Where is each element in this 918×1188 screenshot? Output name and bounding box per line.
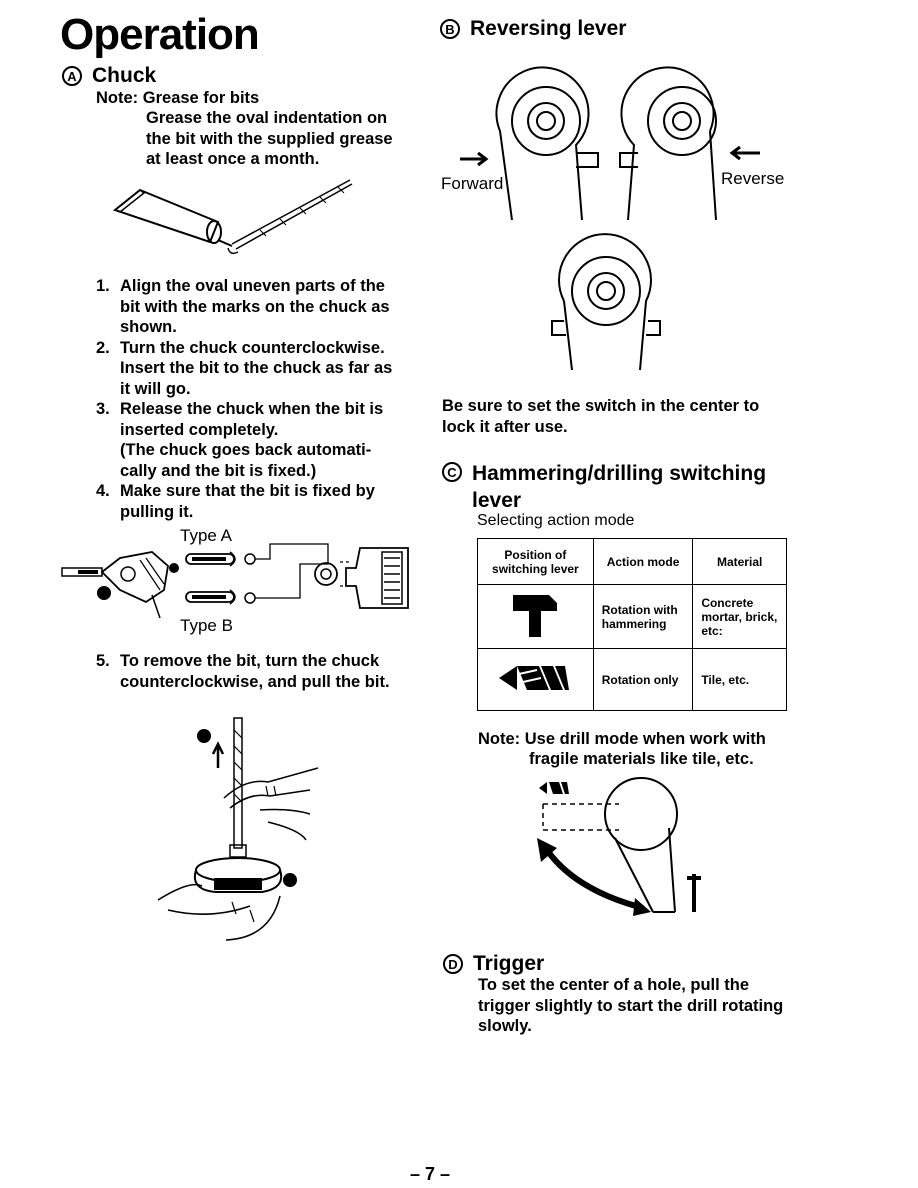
step-line: inserted completely. [120, 420, 279, 439]
step-item: 4. Make sure that the bit is fixed by pu… [96, 481, 416, 522]
hammering-note-text: Use drill mode when work with [524, 730, 766, 748]
step-number: 5. [96, 652, 110, 670]
reversing-lever-diagram [460, 66, 760, 221]
step-line: Release the chuck when the bit is [120, 400, 384, 418]
forward-label: Forward [441, 174, 504, 193]
section-marker-a: A [62, 66, 82, 86]
step-line: cally and the bit is fixed.) [120, 461, 317, 480]
step-item: 5. To remove the bit, turn the chuck cou… [96, 651, 426, 692]
switching-lever-diagram [537, 777, 701, 916]
hammering-note-line2: fragile materials like tile, etc. [529, 750, 754, 768]
table-cell-mode: Rotation with hammering [592, 584, 694, 649]
hammer-icon [513, 595, 558, 637]
step-line: Make sure that the bit is fixed by [120, 482, 375, 500]
table-cell-icon [477, 584, 594, 649]
step-number: 4. [96, 482, 110, 500]
type-b-label: Type B [180, 616, 233, 635]
table-cell-material: Tile, etc. [692, 648, 787, 711]
table-cell-mode: Rotation only [592, 648, 694, 711]
step-line: shown. [120, 318, 177, 336]
reversing-lock-text: Be sure to set the switch in the center … [442, 396, 802, 437]
step-number: 3. [96, 400, 110, 418]
trigger-heading: D Trigger [443, 952, 544, 976]
center-lock-diagram [551, 233, 661, 371]
remove-bit-illustration [157, 717, 319, 941]
section-marker-b: B [440, 19, 460, 39]
grease-tube-illustration [112, 179, 353, 255]
chuck-note-title: Grease for bits [142, 89, 260, 107]
step-item: 3. Release the chuck when the bit is ins… [96, 399, 416, 481]
chuck-note-label: Note: [96, 89, 139, 107]
hammering-heading-line: lever [472, 489, 522, 512]
trigger-text: To set the center of a hole, pull the tr… [478, 975, 808, 1037]
trigger-heading-text: Trigger [473, 952, 545, 975]
lock-line: Be sure to set the switch in the center … [442, 397, 760, 415]
chuck-steps: 1. Align the oval uneven parts of the bi… [96, 276, 416, 522]
chuck-note-body: Grease the oval indentation on the bit w… [146, 108, 426, 170]
section-marker-d: D [443, 954, 463, 974]
hammering-heading-line: Hammering/drilling switching [472, 462, 767, 485]
step-line: pulling it. [120, 502, 194, 521]
chuck-note-line: the bit with the supplied grease [146, 129, 393, 148]
chuck-note-line: at least once a month. [146, 150, 320, 168]
page-title: Operation [60, 10, 260, 59]
table-header-material: Material [692, 538, 787, 585]
table-header-row: Position of switching lever Action mode … [477, 538, 787, 585]
step-item: 2. Turn the chuck counterclockwise. Inse… [96, 338, 416, 400]
step-line: counterclockwise, and pull the bit. [120, 672, 390, 691]
table-header-action: Action mode [592, 538, 694, 585]
hammering-note-line1: Note: Use drill mode when work with [478, 729, 766, 750]
chuck-note-line: Grease the oval indentation on [146, 109, 388, 127]
step-number: 2. [96, 338, 110, 357]
chuck-note-title-line: Note: Grease for bits [96, 88, 259, 109]
trigger-line: slowly. [478, 1017, 532, 1035]
table-row: Rotation only Tile, etc. [477, 648, 787, 711]
reverse-label: Reverse [721, 169, 785, 188]
step-line: Align the oval uneven parts of the [120, 277, 385, 295]
type-a-label: Type A [180, 526, 232, 545]
table-cell-material: Concrete mortar, brick, etc: [692, 584, 787, 649]
step-item: 1. Align the oval uneven parts of the bi… [96, 276, 416, 338]
step-line: To remove the bit, turn the chuck [120, 652, 380, 670]
step-line: it will go. [120, 379, 191, 398]
step-number: 1. [96, 277, 110, 295]
page-number: – 7 – [410, 1164, 451, 1184]
hammering-heading: C Hammering/drilling switching lever [442, 460, 766, 514]
hammering-note-label: Note: [478, 730, 521, 748]
hammering-heading-text: Hammering/drilling switching lever [472, 460, 766, 514]
step-line: Insert the bit to the chuck as far as [120, 359, 393, 377]
reversing-heading: B Reversing lever [440, 17, 626, 41]
table-row: Rotation with hammering Concrete mortar,… [477, 584, 787, 649]
chuck-heading-text: Chuck [92, 64, 157, 87]
action-mode-table: Position of switching lever Action mode … [477, 538, 787, 711]
trigger-line: trigger slightly to start the drill rota… [478, 996, 784, 1015]
table-cell-icon [477, 648, 594, 711]
trigger-line: To set the center of a hole, pull the [478, 976, 750, 994]
hammering-subheading: Selecting action mode [477, 512, 635, 529]
chuck-step5: 5. To remove the bit, turn the chuck cou… [96, 651, 426, 692]
bit-type-diagram [61, 543, 409, 619]
step-line: bit with the marks on the chuck as [120, 297, 390, 316]
lock-line: lock it after use. [442, 417, 568, 436]
reversing-heading-text: Reversing lever [470, 17, 627, 40]
section-marker-c: C [442, 462, 462, 482]
step-line: Turn the chuck counterclockwise. [120, 338, 385, 357]
drill-icon [499, 666, 570, 690]
chuck-heading: A Chuck [62, 64, 156, 88]
table-header-position: Position of switching lever [477, 538, 594, 585]
step-line: (The chuck goes back automati- [120, 441, 372, 459]
